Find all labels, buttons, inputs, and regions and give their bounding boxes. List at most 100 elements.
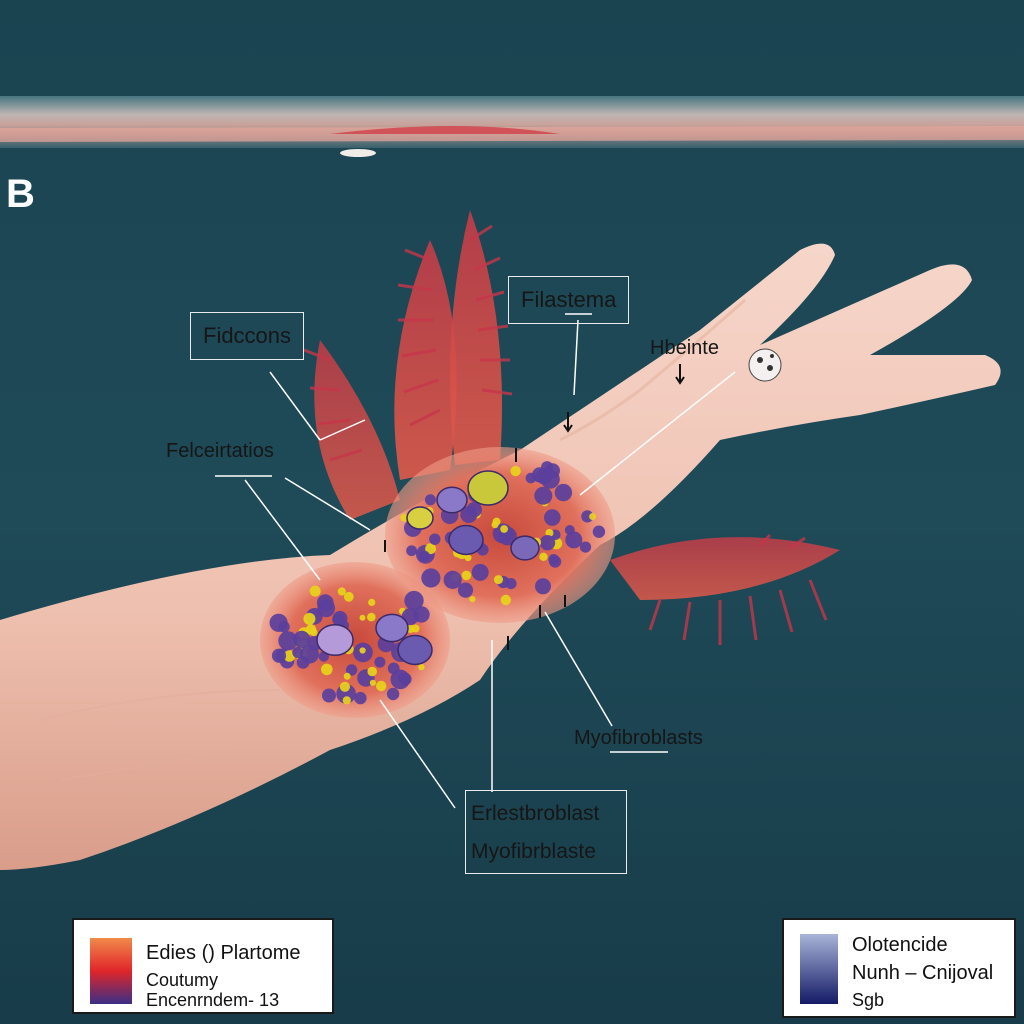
yellow-cell xyxy=(500,525,508,533)
yellow-cell xyxy=(309,585,321,597)
large-cell xyxy=(316,623,354,657)
yellow-cell xyxy=(321,663,333,676)
label-myofibroblasts: Myofibroblasts xyxy=(574,727,703,749)
large-cell xyxy=(406,506,434,530)
yellow-cell xyxy=(359,647,366,654)
purple-cell xyxy=(534,486,553,505)
purple-cell xyxy=(271,648,287,663)
purple-cell xyxy=(269,613,288,632)
purple-cell xyxy=(374,656,386,668)
wound-site xyxy=(260,447,615,718)
leader-lines xyxy=(215,313,736,809)
arrows xyxy=(384,364,685,650)
yellow-cell xyxy=(339,681,350,692)
legend-left-line3: Encenrndem- 13 xyxy=(146,990,280,1010)
label-fidccons: Fidccons xyxy=(190,312,305,360)
purple-cell xyxy=(390,669,411,690)
yellow-cell xyxy=(303,612,316,625)
purple-cell xyxy=(592,525,606,538)
legend-right: Olotencide Nunh – Cnijoval Sgb xyxy=(782,918,1016,1018)
yellow-cell xyxy=(343,591,354,602)
label-box-erlestbroblast: Erlestbroblast Myofibrblaste xyxy=(465,790,627,874)
purple-cell xyxy=(525,472,537,484)
hbeinte-cell xyxy=(748,348,782,382)
purple-cell xyxy=(579,541,592,553)
cell-cluster xyxy=(269,461,606,705)
purple-cell xyxy=(581,510,594,523)
yellow-cell xyxy=(492,517,501,526)
yellow-cell xyxy=(510,465,521,477)
yellow-cell xyxy=(367,612,376,622)
purple-cell xyxy=(443,570,462,590)
yellow-cell xyxy=(369,679,376,686)
purple-cell xyxy=(332,613,344,626)
legend-right-line1: Olotencide xyxy=(852,934,948,956)
purple-cell xyxy=(406,545,417,557)
legend-right-swatch xyxy=(800,934,838,1004)
yellow-cell xyxy=(343,672,351,680)
yellow-cell xyxy=(342,696,351,705)
external-gills xyxy=(303,210,840,645)
yellow-cell xyxy=(500,594,511,606)
legend-left-line1: Edies () Plartome xyxy=(146,942,301,964)
purple-cell xyxy=(539,535,556,551)
purple-cell xyxy=(386,687,400,701)
purple-cell xyxy=(535,578,551,595)
yellow-cell xyxy=(359,614,366,621)
purple-cell xyxy=(278,631,298,651)
purple-cell xyxy=(505,578,517,590)
label-felceirtatios: Felceirtatios xyxy=(166,440,274,462)
yellow-cell xyxy=(425,543,436,555)
large-cell xyxy=(510,535,540,561)
purple-cell xyxy=(565,531,583,549)
label-filastema: Filastema xyxy=(508,276,630,324)
yellow-cell xyxy=(310,628,318,637)
purple-cell xyxy=(544,509,561,526)
yellow-cell xyxy=(376,680,387,692)
yellow-cell xyxy=(545,529,554,537)
purple-cell xyxy=(293,630,311,649)
purple-cell xyxy=(419,550,430,562)
purple-cell xyxy=(429,533,441,545)
purple-cell xyxy=(404,590,424,611)
yellow-cell xyxy=(539,552,548,561)
purple-cell xyxy=(471,563,489,581)
large-cell xyxy=(448,524,484,556)
label-myofibrblaste: Myofibrblaste xyxy=(471,840,596,863)
panel-letter: B xyxy=(6,172,35,216)
label-erlestbroblast: Erlestbroblast xyxy=(471,802,600,825)
large-cell xyxy=(436,486,468,514)
purple-cell xyxy=(322,688,336,703)
purple-cell xyxy=(354,691,367,705)
legend-right-line2: Nunh – Cnijoval xyxy=(852,962,994,984)
yellow-cell xyxy=(461,570,472,581)
yellow-cell xyxy=(589,513,597,520)
purple-cell xyxy=(421,568,441,588)
yellow-cell xyxy=(418,663,425,671)
purple-cell xyxy=(345,664,358,676)
purple-cell xyxy=(317,599,336,618)
purple-cell xyxy=(548,554,559,565)
purple-cell xyxy=(545,463,560,479)
yellow-cell xyxy=(464,554,472,562)
yellow-cell xyxy=(367,666,378,677)
label-hbeinte: Hbeinte xyxy=(650,337,719,359)
purple-cell xyxy=(424,494,436,506)
legend-left-line2: Coutumy xyxy=(146,970,219,990)
yellow-cell xyxy=(368,598,376,607)
large-cell xyxy=(375,613,409,643)
purple-cell xyxy=(292,647,304,658)
large-cell xyxy=(467,470,509,506)
large-cell xyxy=(397,634,433,666)
yellow-cell xyxy=(337,587,346,596)
yellow-cell xyxy=(411,624,420,633)
legend-left-swatch xyxy=(90,938,132,1004)
purple-cell xyxy=(457,582,474,598)
legend-right-line3: Sgb xyxy=(852,990,885,1010)
purple-cell xyxy=(466,501,482,518)
yellow-cell xyxy=(494,575,503,585)
purple-cell xyxy=(554,483,573,502)
yellow-cell xyxy=(469,596,476,603)
